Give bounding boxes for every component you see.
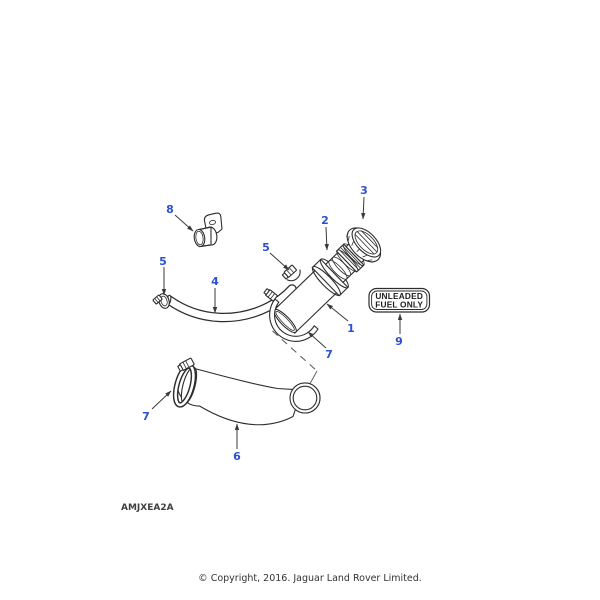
ring-ribs xyxy=(338,245,363,270)
callout-7-left: 7 xyxy=(142,410,150,423)
leader-callout-3 xyxy=(361,196,366,220)
callout-labels: 8 5 4 5 2 3 1 7 7 6 9 xyxy=(142,184,403,463)
fuel-label-line1: UNLEADED xyxy=(375,291,423,301)
neck-open-end-inner xyxy=(275,311,295,331)
clamp-screw xyxy=(152,294,163,305)
filler-neck-part-1 xyxy=(272,227,382,334)
leader-callout-7-mid xyxy=(307,331,327,349)
leader-callout-2 xyxy=(324,226,329,251)
leader-callout-7-left xyxy=(151,390,172,410)
fuel-cap-part-3 xyxy=(335,227,382,273)
cap-top-inner xyxy=(354,230,379,255)
callout-9: 9 xyxy=(395,335,403,348)
cap-grip-ribs xyxy=(346,233,376,263)
callout-3: 3 xyxy=(360,184,368,197)
fuel-label-line2: FUEL ONLY xyxy=(375,300,423,310)
unleaded-label-part-9: UNLEADED FUEL ONLY xyxy=(368,287,431,313)
label-inner-border xyxy=(371,290,428,310)
mounting-clip-part-8 xyxy=(193,212,223,248)
diagram-code: AMJXEA2A xyxy=(121,503,174,513)
hose-open-end-inner xyxy=(292,385,318,411)
callout-8: 8 xyxy=(166,203,174,216)
callout-2: 2 xyxy=(321,214,329,227)
label-outer-border xyxy=(368,287,431,313)
callout-6: 6 xyxy=(233,450,241,463)
clip-tab-hole xyxy=(209,219,216,226)
flange-rim-left xyxy=(311,266,342,297)
leader-callout-8 xyxy=(174,214,194,232)
callout-1: 1 xyxy=(347,322,355,335)
callout-7-mid: 7 xyxy=(325,348,333,361)
band-clamp-bolt xyxy=(263,288,278,302)
callout-5-right: 5 xyxy=(262,241,270,254)
cap-face-chords xyxy=(354,230,379,255)
leader-callout-5-right xyxy=(269,252,290,271)
hose-open-end xyxy=(289,382,321,414)
leader-lines xyxy=(151,196,403,449)
band-clamp-part-7-mid xyxy=(263,288,319,342)
hose-clamp-part-5-left xyxy=(152,293,170,309)
leader-callout-1 xyxy=(326,303,349,322)
callout-4: 4 xyxy=(211,275,219,288)
worm-clamp-part-7-left xyxy=(172,357,197,408)
worm-clamp-screw xyxy=(177,357,195,372)
callout-5-left: 5 xyxy=(159,255,167,268)
filler-hose-part-6 xyxy=(176,365,321,426)
copyright-text: © Copyright, 2016. Jaguar Land Rover Lim… xyxy=(198,573,422,584)
